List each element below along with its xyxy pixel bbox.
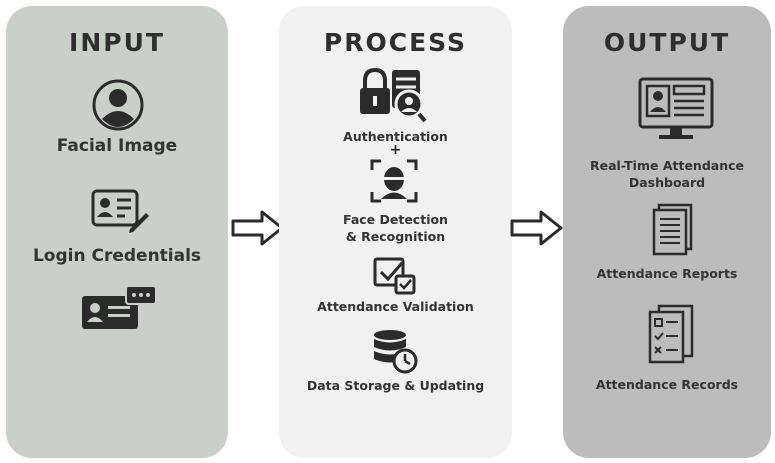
attendance-validation-label: Attendance Validation xyxy=(317,299,474,314)
lock-document-icon xyxy=(360,67,427,123)
plus-sign: + xyxy=(389,142,402,158)
id-card-pen-icon xyxy=(91,189,149,233)
face-detection-label: Face Detection xyxy=(343,212,448,227)
input-panel: INPUT Facial Image Login Credentials xyxy=(6,6,228,458)
attendance-reports-label: Attendance Reports xyxy=(596,266,738,281)
data-storage-label: Data Storage & Updating xyxy=(306,378,485,393)
facial-image-label: Facial Image xyxy=(56,136,178,156)
authentication-label: Authentication xyxy=(343,129,448,144)
arrow-right-icon xyxy=(231,210,284,246)
checklist-records-icon xyxy=(648,304,694,364)
real-time-label: Real-Time Attendance xyxy=(589,158,744,173)
process-heading: PROCESS xyxy=(323,28,468,57)
face-scan-icon xyxy=(370,159,418,203)
output-panel: OUTPUT Real-Time Attendance Dashboard At… xyxy=(563,6,771,458)
report-document-icon xyxy=(652,203,693,256)
id-card-chat-icon xyxy=(82,285,157,329)
arrow-right-icon xyxy=(510,210,563,246)
login-credentials-label: Login Credentials xyxy=(32,246,202,266)
output-heading: OUTPUT xyxy=(603,28,731,57)
recognition-label: & Recognition xyxy=(345,229,446,244)
process-panel: PROCESS Authentication + Face Detection … xyxy=(279,6,512,458)
database-icon xyxy=(374,330,418,374)
user-avatar-icon xyxy=(92,79,144,131)
monitor-dashboard-icon xyxy=(638,77,714,139)
input-heading: INPUT xyxy=(69,28,165,57)
dashboard-label: Dashboard xyxy=(628,175,706,190)
attendance-records-label: Attendance Records xyxy=(595,377,739,392)
checkbox-icon xyxy=(373,257,416,295)
